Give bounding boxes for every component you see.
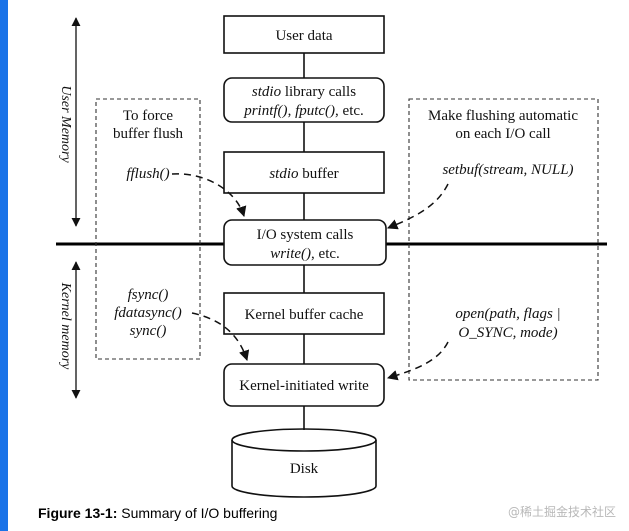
auto-flush-title-line1: Make flushing automatic	[428, 108, 578, 124]
disk-label: Disk	[290, 461, 319, 477]
io-system-calls-line2: write(), etc.	[270, 246, 340, 262]
force-flush-panel	[95, 98, 201, 360]
kernel-initiated-write-label: Kernel-initiated write	[239, 378, 369, 394]
figure-caption: Figure 13-1: Summary of I/O buffering	[38, 505, 277, 521]
kernel-initiated-write-box	[223, 363, 385, 407]
io-system-calls-box	[223, 219, 387, 266]
watermark: @稀土掘金技术社区	[508, 504, 616, 519]
stdio-buffer-box	[223, 151, 385, 194]
setbuf-arrow	[387, 183, 449, 230]
force-flush-title-line1: To force	[123, 108, 174, 124]
kernel-buffer-cache-label: Kernel buffer cache	[245, 307, 364, 323]
auto-flush-title-line2: on each I/O call	[455, 126, 550, 142]
stdio-library-calls-box	[223, 77, 385, 123]
stdio-library-calls-line1: stdio library calls	[252, 84, 356, 100]
open-label-line2: O_SYNC, mode)	[458, 325, 557, 341]
setbuf-label: setbuf(stream, NULL)	[442, 162, 573, 178]
kernel-buffer-cache-box	[223, 292, 385, 335]
stdio-library-calls-line2: printf(), fputc(), etc.	[243, 103, 364, 119]
left-accent-bar	[0, 0, 8, 531]
force-flush-title-line2: buffer flush	[113, 126, 184, 142]
disk-cylinder	[231, 428, 377, 498]
fdatasync-label: fdatasync()	[114, 305, 181, 321]
sync-label: sync()	[130, 323, 167, 339]
user-data-box	[223, 15, 385, 54]
auto-flush-panel	[408, 98, 599, 381]
kernel-memory-label: Kernel memory	[58, 282, 73, 370]
io-system-calls-line1: I/O system calls	[257, 227, 354, 243]
o-sync-arrow	[386, 341, 449, 381]
user-data-label: User data	[275, 28, 332, 44]
sync-arrow	[191, 312, 250, 362]
fflush-label: fflush()	[126, 166, 169, 182]
user-memory-label: User Memory	[58, 85, 73, 163]
stdio-buffer-label: stdio buffer	[269, 166, 338, 182]
fsync-label: fsync()	[128, 287, 169, 303]
open-label-line1: open(path, flags |	[455, 306, 560, 322]
